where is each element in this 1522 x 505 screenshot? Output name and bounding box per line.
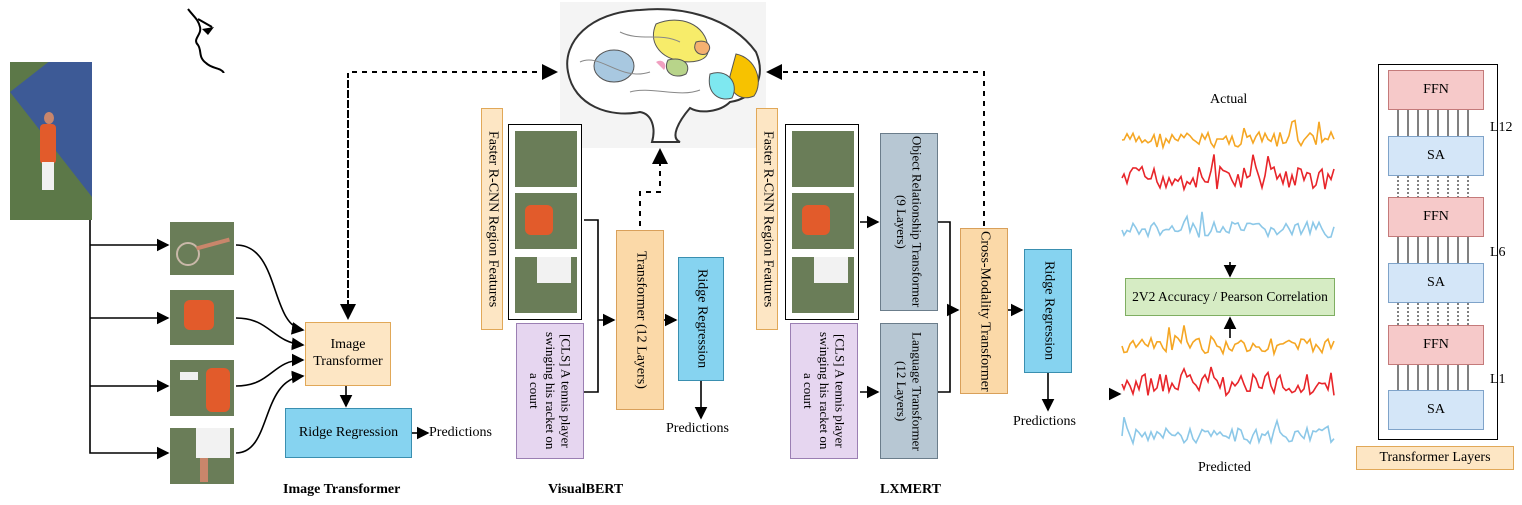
visualbert-transformer-box: Transformer (12 Layers)	[616, 230, 664, 410]
lxmert-ridge-box: Ridge Regression	[1024, 249, 1072, 373]
metric-box: 2V2 Accuracy / Pearson Correlation	[1125, 278, 1335, 316]
visualbert-region-features-label: Faster R-CNN Region Features	[485, 130, 501, 308]
lxmert-ridge-label: Ridge Regression	[1041, 261, 1057, 361]
image-transformer-label: Image Transformer	[313, 337, 383, 369]
lxmert-cross-modality-label: Cross-Modality Transformer	[977, 230, 993, 392]
stack-block-label: FFN	[1423, 208, 1449, 224]
visualbert-region-features-box: Faster R-CNN Region Features	[481, 108, 503, 330]
image-transformer-caption: Image Transformer	[283, 482, 401, 497]
metric-label: 2V2 Accuracy / Pearson Correlation	[1132, 288, 1328, 304]
image-transformer-box: Image Transformer	[305, 322, 391, 386]
crop-legs-thumb	[170, 428, 234, 484]
stack-ffn-block: FFN	[1388, 70, 1484, 110]
predicted-label: Predicted	[1198, 460, 1251, 475]
brain-illustration	[560, 2, 766, 148]
lxmert-object-transformer-box: Object Relationship Transformer (9 Layer…	[880, 133, 938, 311]
transformer-layers-caption: Transformer Layers	[1379, 449, 1491, 465]
lxmert-region-stack	[785, 124, 859, 320]
lxmert-cross-modality-box: Cross-Modality Transformer	[960, 228, 1008, 394]
layer-label-l1: L1	[1490, 372, 1506, 387]
visualbert-ridge-label: Ridge Regression	[694, 269, 710, 369]
visualbert-caption: VisualBERT	[548, 482, 624, 497]
image-ridge-regression-box: Ridge Regression	[285, 408, 412, 458]
stack-block-label: FFN	[1423, 336, 1449, 352]
main-tennis-image	[10, 62, 92, 220]
lxmert-caption-text: [CLS] A tennis player swinging his racke…	[801, 332, 848, 450]
stack-block-label: SA	[1427, 274, 1445, 290]
brain-signal-trace	[1121, 154, 1335, 192]
actual-label: Actual	[1210, 92, 1248, 107]
visualbert-predictions-label: Predictions	[666, 421, 729, 436]
layer-label-l6: L6	[1490, 245, 1506, 260]
stack-sa-block: SA	[1388, 263, 1484, 303]
layer-label-l12: L12	[1490, 120, 1513, 135]
brain-signal-trace	[1121, 211, 1335, 239]
brain-signal-trace	[1121, 325, 1335, 357]
transformer-layers-caption-box: Transformer Layers	[1356, 446, 1514, 470]
visualbert-ridge-box: Ridge Regression	[678, 257, 724, 381]
visualbert-transformer-label: Transformer (12 Layers)	[633, 251, 649, 389]
lxmert-object-transformer-label: Object Relationship Transformer (9 Layer…	[894, 136, 925, 308]
image-ridge-label: Ridge Regression	[298, 424, 399, 440]
lxmert-language-transformer-label: Language Transformer (12 Layers)	[894, 331, 925, 451]
stack-ffn-block: FFN	[1388, 325, 1484, 365]
crop-arm-thumb	[170, 290, 234, 345]
lxmert-predictions-label: Predictions	[1013, 414, 1076, 429]
visualbert-caption-box: [CLS] A tennis player swinging his racke…	[516, 323, 584, 459]
lxmert-region-features-label: Faster R-CNN Region Features	[760, 130, 776, 308]
crop-racket-thumb	[170, 222, 234, 275]
visualbert-region-stack	[508, 124, 582, 320]
stack-block-label: SA	[1427, 147, 1445, 163]
crop-shirt-thumb	[170, 360, 234, 416]
lxmert-caption-box: [CLS] A tennis player swinging his racke…	[790, 323, 858, 459]
lxmert-language-transformer-box: Language Transformer (12 Layers)	[880, 323, 938, 459]
transformer-stack-frame	[1378, 64, 1498, 440]
lxmert-caption: LXMERT	[880, 482, 941, 497]
face-profile-icon	[187, 8, 225, 73]
stack-sa-block: SA	[1388, 390, 1484, 430]
brain-signal-trace	[1121, 416, 1335, 446]
visualbert-caption-text: [CLS] A tennis player swinging his racke…	[527, 332, 574, 450]
stack-block-label: SA	[1427, 401, 1445, 417]
image-predictions-label: Predictions	[429, 425, 492, 440]
lxmert-region-features-box: Faster R-CNN Region Features	[756, 108, 778, 330]
brain-signal-trace	[1121, 119, 1335, 151]
stack-sa-block: SA	[1388, 136, 1484, 176]
stack-ffn-block: FFN	[1388, 197, 1484, 237]
stack-block-label: FFN	[1423, 81, 1449, 97]
brain-signal-trace	[1121, 366, 1335, 398]
